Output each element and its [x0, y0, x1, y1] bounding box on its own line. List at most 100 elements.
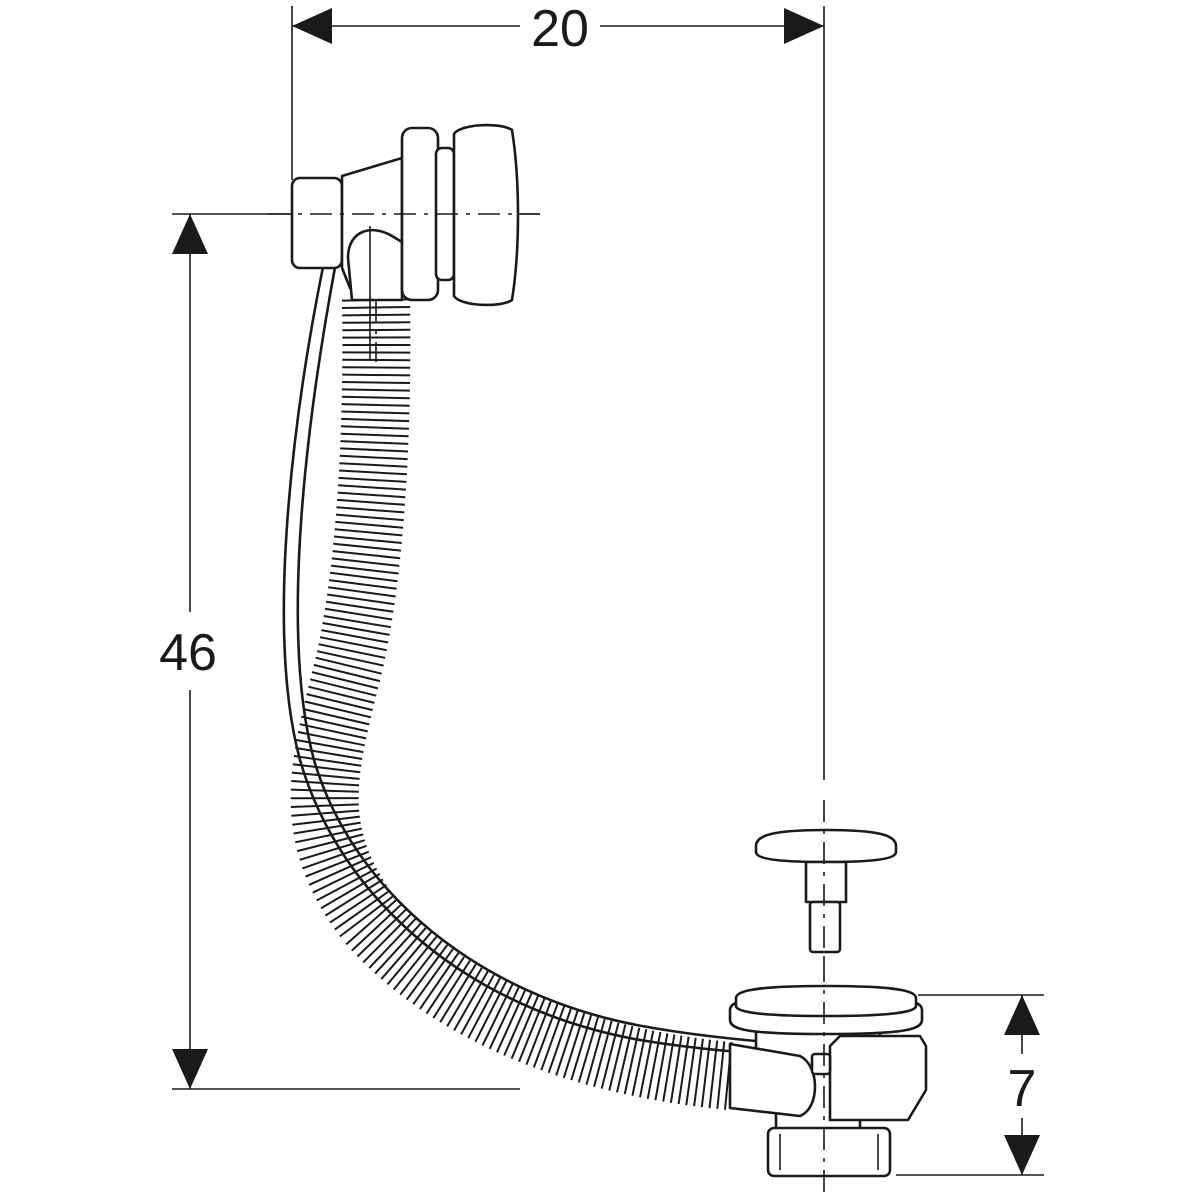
height-arrow-bottom: [172, 1049, 208, 1089]
hose-rib: [339, 454, 408, 461]
drain-arrow-top: [1004, 995, 1040, 1035]
hose-rib: [368, 917, 417, 969]
hose-rib: [481, 983, 514, 1046]
hose-rib: [299, 723, 367, 740]
hose-rib: [304, 700, 372, 719]
hose-rib: [374, 922, 422, 975]
hose-rib: [488, 986, 520, 1050]
hose-rib: [333, 535, 402, 544]
corrugated-hose: [290, 298, 733, 1110]
width-label: 20: [531, 0, 589, 58]
hose-rib: [342, 321, 411, 324]
hose-rib: [338, 476, 407, 483]
hose-rib: [393, 935, 438, 991]
hose-rib: [340, 447, 409, 453]
hose-rib: [325, 600, 394, 613]
height-label: 46: [159, 624, 217, 682]
width-arrow-left: [292, 8, 332, 44]
hose-rib: [338, 469, 407, 476]
hose-rib: [309, 678, 377, 697]
hose-rib: [341, 388, 410, 392]
hose-rib: [341, 417, 410, 423]
hose-rib: [318, 643, 386, 659]
hose-rib: [329, 884, 388, 924]
hose-rib: [311, 671, 379, 690]
hose-rib: [474, 980, 508, 1043]
drain-cable-housing: [828, 1034, 928, 1122]
hose-rib: [380, 927, 427, 980]
hose-rib: [327, 593, 395, 606]
hose-rib: [600, 1022, 620, 1089]
hose-rib: [291, 771, 360, 780]
hose-rib: [337, 498, 405, 506]
hose-rib: [412, 948, 454, 1005]
hose-rib: [335, 513, 404, 522]
hose-rib: [342, 381, 411, 384]
hose-rib: [593, 1020, 613, 1087]
bowden-cable: [282, 260, 822, 1060]
drain-outlet-pipe: [728, 1042, 817, 1118]
hose-rib: [425, 956, 465, 1015]
hose-rib: [496, 989, 526, 1053]
hose-rib: [308, 856, 372, 886]
hose-rib: [386, 931, 432, 986]
hose-rib: [693, 1038, 704, 1107]
hose-rib: [296, 739, 364, 754]
hose-rib: [316, 867, 378, 902]
hose-rib: [503, 992, 533, 1056]
width-dimension: 20: [291, 0, 825, 780]
hose-rib: [432, 960, 471, 1019]
hose-rib: [294, 827, 363, 844]
hose-rib: [446, 967, 483, 1027]
hose-rib: [685, 1037, 697, 1106]
hose-rib: [518, 998, 546, 1063]
hose-rib: [334, 889, 391, 931]
hose-rib: [333, 542, 402, 552]
hose-rib: [562, 1012, 586, 1079]
hose-rib: [335, 520, 404, 529]
hose-rib: [291, 809, 360, 817]
hose-rib: [337, 491, 406, 499]
hose-rib: [547, 1008, 572, 1074]
hose-rib: [301, 715, 368, 733]
overflow-handle: [452, 123, 520, 307]
hose-rib: [467, 977, 501, 1039]
drain-cable-connector: [810, 1052, 832, 1076]
hose-rib: [700, 1039, 711, 1108]
hose-rib: [292, 815, 360, 826]
hose-rib: [316, 650, 384, 667]
drain-arrow-bottom: [1004, 1135, 1040, 1175]
hose-rib: [555, 1010, 579, 1076]
plug-stem: [804, 860, 848, 904]
hose-rib: [293, 755, 362, 767]
drain-plug: [754, 800, 898, 960]
hose-rib: [330, 564, 399, 575]
plug-pin: [808, 900, 842, 954]
hose-rib: [577, 1016, 599, 1083]
hose-rib: [345, 898, 398, 946]
hose-rib: [315, 656, 382, 675]
drain-height-label: 7: [1008, 1060, 1037, 1118]
hose-rib: [540, 1005, 566, 1071]
overflow-elbow: [346, 228, 404, 302]
hose-rib: [340, 425, 409, 430]
hose-rib: [510, 995, 539, 1060]
hose-rib: [362, 913, 412, 964]
hose-rib: [296, 833, 364, 853]
hose-rib: [460, 974, 495, 1035]
hose-rib: [716, 1041, 726, 1110]
overflow-head: [268, 123, 540, 360]
drain-height-dimension: 7: [896, 994, 1044, 1176]
hose-rib: [356, 908, 407, 958]
hose-rib: [342, 373, 411, 377]
hose-rib: [405, 944, 449, 1001]
hose-rib: [340, 432, 409, 438]
overflow-inlet: [290, 176, 344, 270]
hose-rib: [328, 586, 396, 598]
hose-rib: [319, 636, 387, 652]
hose-rib: [570, 1014, 593, 1081]
hose-rib: [328, 579, 397, 590]
hose-rib: [351, 903, 403, 952]
hose-rib: [302, 708, 370, 726]
height-dimension: 46: [159, 213, 540, 1090]
